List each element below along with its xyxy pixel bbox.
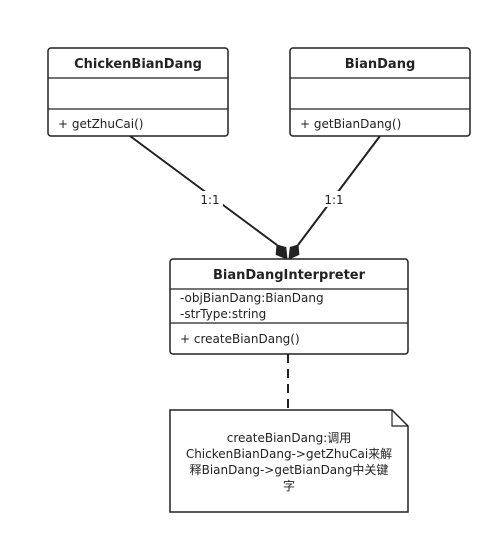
multiplicity-label: 1:1 [324,193,343,207]
class-name: BianDangInterpreter [213,268,366,283]
note-fold-icon [391,410,408,427]
class-attribute: -strType:string [180,307,266,321]
note[interactable]: createBianDang:调用 ChickenBianDang->getZh… [169,409,409,513]
note-line: createBianDang:调用 [227,431,351,445]
association-biandang-to-interpreter[interactable]: 1:1 [288,135,381,260]
class-name: ChickenBianDang [74,57,202,72]
note-line: ChickenBianDang->getZhuCai来解 [186,447,392,461]
class-name: BianDang [345,57,416,72]
label-background [197,191,223,207]
class-biandang[interactable]: BianDang + getBianDang() [289,47,471,137]
diamond-icon [275,244,288,260]
class-method: + getZhuCai() [58,117,143,131]
association-line [297,135,381,246]
class-attribute: -objBianDang:BianDang [180,291,324,305]
class-box [47,47,229,137]
class-method: + getBianDang() [300,117,401,131]
note-line: 字 [283,478,295,493]
association-chicken-to-interpreter[interactable]: 1:1 [129,135,288,260]
note-line: 释BianDang->getBianDang中关键 [190,462,389,477]
label-background [321,191,347,207]
class-method: + createBianDang() [180,332,300,346]
class-biandanginterpreter[interactable]: BianDangInterpreter -objBianDang:BianDan… [169,258,409,355]
multiplicity-label: 1:1 [200,193,219,207]
class-chickenbiandang[interactable]: ChickenBianDang + getZhuCai() [47,47,229,137]
diamond-icon [288,244,300,260]
note-box [169,409,409,513]
association-line [129,135,278,246]
